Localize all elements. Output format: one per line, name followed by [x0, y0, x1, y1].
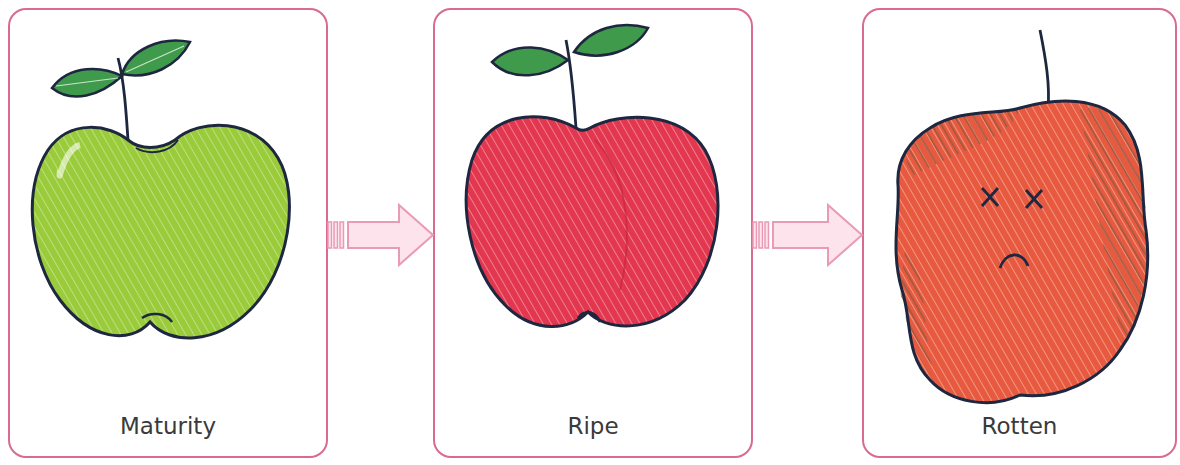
stage-label: Ripe — [435, 412, 751, 440]
stage-label: Rotten — [864, 412, 1175, 440]
block-arrow — [328, 205, 433, 265]
stage-label: Maturity — [10, 412, 326, 440]
stage-panel: Rotten — [862, 8, 1177, 458]
stage-panel: Maturity — [8, 8, 328, 458]
rotten-apple — [896, 30, 1148, 403]
block-arrow — [753, 205, 862, 265]
red-apple — [466, 25, 718, 327]
green-apple — [32, 41, 289, 338]
stage-panel: Ripe — [433, 8, 753, 458]
